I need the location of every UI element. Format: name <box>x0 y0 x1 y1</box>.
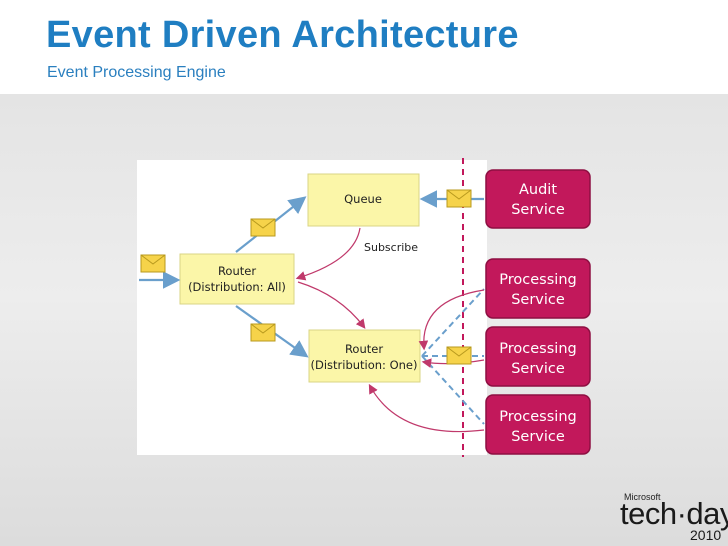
slide-subtitle: Event Processing Engine <box>47 64 226 81</box>
router-all-line2: (Distribution: All) <box>188 280 286 294</box>
subscribe-label: Subscribe <box>364 241 418 254</box>
logo-brand: Microsoft <box>624 492 661 502</box>
dispatch-line-1 <box>421 288 485 357</box>
router-all-line1: Router <box>218 264 256 278</box>
dispatch-line-3 <box>421 355 485 425</box>
router-one-box: Router (Distribution: One) <box>308 329 421 383</box>
envelope-icon <box>140 254 166 273</box>
router-all-box: Router (Distribution: All) <box>179 253 295 305</box>
processing-service-2-line2: Service <box>511 361 565 377</box>
processing-service-2-line1: Processing <box>499 341 576 357</box>
processing-service-1-line2: Service <box>511 292 565 308</box>
processing-service-3-box: Processing Service <box>485 394 591 455</box>
envelope-icon <box>446 346 472 365</box>
processing-service-3-line2: Service <box>511 429 565 445</box>
router-one-line2: (Distribution: One) <box>310 358 417 372</box>
audit-service-box: Audit Service <box>485 169 591 229</box>
logo-name: tech·days <box>620 496 728 531</box>
service-3-subscribe-arrow <box>368 383 485 433</box>
envelope-icon <box>250 218 276 237</box>
logo-year: 2010 <box>690 527 722 543</box>
router-one-line1: Router <box>345 342 383 356</box>
subscribe-arrow-2 <box>297 281 366 329</box>
processing-service-2-box: Processing Service <box>485 326 591 387</box>
queue-box: Queue <box>307 173 420 227</box>
audit-service-line2: Service <box>511 202 565 218</box>
subscribe-arrow <box>295 227 361 281</box>
processing-service-1-box: Processing Service <box>485 258 591 319</box>
envelope-icon <box>446 189 472 208</box>
slide-title: Event Driven Architecture <box>46 14 519 56</box>
slide-header: Event Driven Architecture Event Processi… <box>0 0 728 94</box>
processing-service-3-line1: Processing <box>499 409 576 425</box>
processing-service-1-line1: Processing <box>499 272 576 288</box>
audit-service-line1: Audit <box>519 182 557 198</box>
queue-label: Queue <box>344 192 382 206</box>
service-1-subscribe-arrow <box>418 289 485 351</box>
envelope-icon <box>250 323 276 342</box>
